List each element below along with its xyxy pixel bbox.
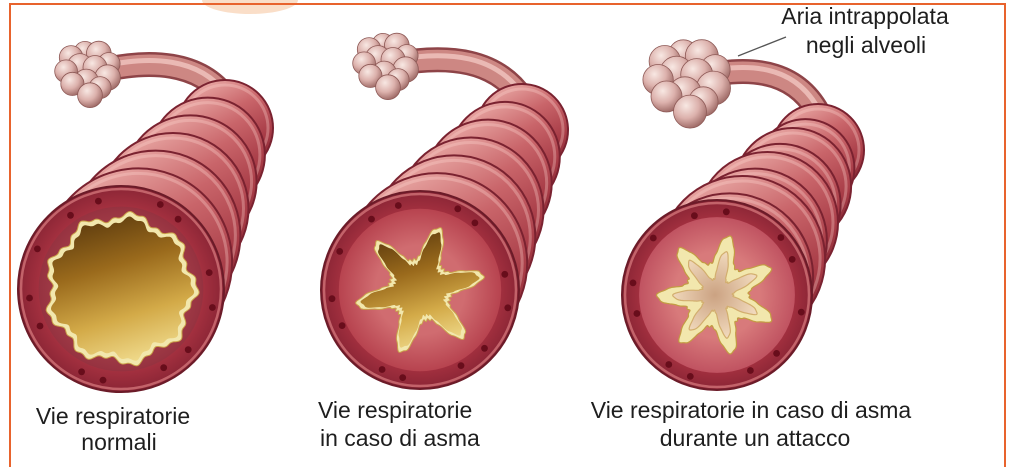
blood-vessel-dot	[157, 201, 164, 208]
caption-attack-line-1: Vie respiratorie in caso di asma	[591, 397, 912, 423]
airway-cross-section	[18, 186, 224, 392]
blood-vessel-dot	[379, 366, 386, 373]
caption-asthma-line-1: Vie respiratorie	[318, 397, 472, 423]
blood-vessel-dot	[481, 345, 488, 352]
blood-vessel-dot	[100, 377, 107, 384]
blood-vessel-dot	[37, 323, 44, 330]
blood-vessel-dot	[78, 368, 85, 375]
caption-normal-line-2: normali	[81, 429, 156, 455]
blood-vessel-dot	[798, 309, 805, 316]
annotation-line-1: Aria intrappolata	[781, 3, 949, 29]
caption-asthma-line-2: in caso di asma	[320, 425, 480, 451]
blood-vessel-dot	[723, 208, 730, 215]
blood-vessel-dot	[454, 205, 461, 212]
blood-vessel-dot	[185, 346, 192, 353]
blood-vessel-dot	[773, 350, 780, 357]
blood-vessel-dot	[34, 246, 41, 253]
blood-vessel-dot	[209, 304, 216, 311]
blood-vessel-dot	[504, 304, 511, 311]
blood-vessel-dot	[206, 269, 213, 276]
blood-vessel-dot	[395, 202, 402, 209]
alveolus	[376, 75, 401, 100]
blood-vessel-dot	[789, 256, 796, 263]
blood-vessel-dot	[691, 212, 698, 219]
blood-vessel-dot	[336, 248, 343, 255]
blood-vessel-dot	[160, 364, 167, 371]
annotation-line-2: negli alveoli	[806, 32, 926, 58]
blood-vessel-dot	[329, 295, 336, 302]
blood-vessel-dot	[458, 362, 465, 369]
blood-vessel-dot	[630, 280, 637, 287]
caption-normal-line-1: Vie respiratorie	[36, 403, 190, 429]
airway-cross-section	[321, 191, 519, 389]
blood-vessel-dot	[501, 271, 508, 278]
alveolus	[674, 95, 707, 128]
blood-vessel-dot	[634, 310, 641, 317]
blood-vessel-dot	[175, 216, 182, 223]
blood-vessel-dot	[778, 234, 785, 241]
caption-attack-line-2: durante un attacco	[660, 425, 851, 451]
blood-vessel-dot	[368, 216, 375, 223]
blood-vessel-dot	[472, 220, 479, 227]
blood-vessel-dot	[399, 374, 406, 381]
blood-vessel-dot	[665, 361, 672, 368]
blood-vessel-dot	[687, 373, 694, 380]
blood-vessel-dot	[26, 295, 33, 302]
blood-vessel-dot	[747, 367, 754, 374]
airway-cross-section	[622, 200, 812, 390]
blood-vessel-dot	[67, 212, 74, 219]
alveolus	[78, 83, 103, 108]
blood-vessel-dot	[339, 322, 346, 329]
blood-vessel-dot	[650, 235, 657, 242]
blood-vessel-dot	[95, 198, 102, 205]
